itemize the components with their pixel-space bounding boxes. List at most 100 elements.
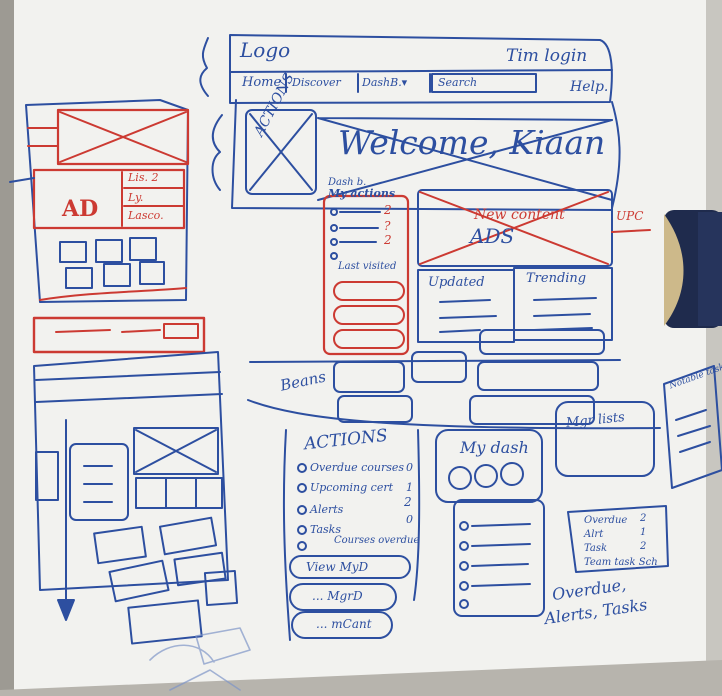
- my-actions-label: My actions: [328, 187, 396, 200]
- help-text: Help.: [570, 79, 609, 95]
- ads-label: ADS: [470, 224, 515, 248]
- updated-label: Updated: [428, 275, 485, 290]
- tile: [65, 267, 93, 289]
- beans-line: [249, 359, 621, 363]
- mgr-count-value: 2: [640, 513, 647, 524]
- left-hero-cross: [59, 111, 187, 163]
- bullet: [459, 581, 469, 591]
- red-banner-box: [32, 316, 206, 354]
- card-sketch: [127, 599, 203, 645]
- scroll-arrow: [57, 599, 75, 621]
- mgr-sketch: [555, 365, 722, 573]
- board-left-frame: [0, 0, 14, 696]
- actions-box-sketch: [245, 109, 317, 195]
- content-brace: [211, 114, 223, 191]
- card-sketch: [93, 525, 147, 565]
- phone-lines: [83, 465, 113, 503]
- actions-right-edge: [413, 429, 421, 601]
- card-sketch: [108, 559, 170, 603]
- login-text: Tim login: [506, 46, 588, 66]
- image-box: [133, 427, 219, 475]
- logo-text: Logo: [240, 38, 291, 62]
- trending-box: [513, 267, 613, 341]
- updated-lines: [439, 299, 497, 333]
- nav-home: Home: [242, 75, 282, 90]
- lower-left-wireframe: [33, 351, 239, 645]
- left-base-line: [39, 287, 187, 301]
- action-count: 0: [406, 513, 413, 526]
- mgrd-label: ... MgrD: [312, 589, 363, 603]
- actions-cross: [249, 113, 313, 191]
- welcome-cross: [317, 119, 613, 201]
- faint-shape: [169, 669, 241, 691]
- image-cross: [135, 429, 217, 473]
- bullet-lines: [339, 211, 381, 243]
- action-item: Tasks: [310, 523, 341, 536]
- ad-side-label: Lasco.: [128, 209, 164, 222]
- phone-card: [69, 443, 129, 521]
- left-hero-box: [56, 108, 190, 166]
- eraser-side: [698, 212, 722, 326]
- card-sketch: [203, 569, 239, 607]
- bullet: [297, 483, 307, 493]
- my-actions-count: 2: [384, 233, 392, 247]
- bullet: [459, 561, 469, 571]
- bean-card: [411, 351, 467, 383]
- bean-card: [469, 395, 595, 425]
- content-frame-right: [611, 101, 621, 209]
- side-tab: [35, 451, 59, 501]
- bullet: [297, 525, 307, 535]
- view-button-sketch: [289, 555, 411, 579]
- header-brace: [199, 37, 209, 97]
- action-item: Overdue courses: [310, 461, 405, 474]
- last-visited-label: Last visited: [338, 261, 397, 272]
- mgrd-button-sketch: [289, 583, 397, 611]
- mydash-sketch: [435, 429, 545, 617]
- action-item: Upcoming cert: [310, 481, 394, 494]
- circle: [500, 462, 524, 486]
- action-count: 0: [406, 461, 413, 474]
- bean-card: [477, 361, 599, 391]
- welcome-text: Welcome, Kiaan: [338, 123, 606, 162]
- bullet: [330, 238, 338, 246]
- bullet: [297, 463, 307, 473]
- left-frame: [25, 99, 189, 303]
- mydash-list: [453, 499, 545, 617]
- mgr-count-item: Team task Sch: [584, 557, 658, 568]
- tile: [129, 237, 157, 261]
- content-frame: [231, 99, 613, 211]
- mgr-count-value: 1: [640, 527, 647, 538]
- circle: [474, 464, 498, 488]
- ad-box: [32, 168, 186, 230]
- lower-line: [35, 371, 221, 381]
- notebook-lines: [675, 409, 711, 453]
- ads-frame: [417, 189, 613, 267]
- loose-cards: [93, 516, 239, 645]
- header-frame: [229, 34, 613, 104]
- bean-card: [479, 329, 605, 355]
- view-myd-label: View MyD: [306, 560, 369, 574]
- my-actions-frame: [322, 194, 410, 356]
- bullet: [330, 208, 338, 216]
- mydash-lines: [471, 523, 531, 587]
- bean-card: [333, 361, 405, 393]
- mgr-count-item: Task: [584, 543, 608, 554]
- tile: [95, 239, 123, 263]
- faint-erased-sketch: [149, 627, 251, 691]
- my-actions-column: [322, 194, 410, 356]
- pill-list: [333, 281, 405, 349]
- action-item: Courses overdue: [334, 535, 420, 546]
- eraser-object: [664, 210, 722, 328]
- tile: [59, 241, 87, 263]
- mcant-button-sketch: [291, 611, 393, 639]
- nav-top-line: [229, 69, 613, 73]
- pill: [333, 281, 405, 301]
- nav-search: Search: [438, 76, 478, 89]
- new-content-label: New content: [474, 207, 565, 223]
- card-sketch: [158, 516, 218, 556]
- dash-label: Dash b.: [328, 177, 367, 188]
- tile: [139, 261, 165, 285]
- mgr-count-value: 2: [640, 541, 647, 552]
